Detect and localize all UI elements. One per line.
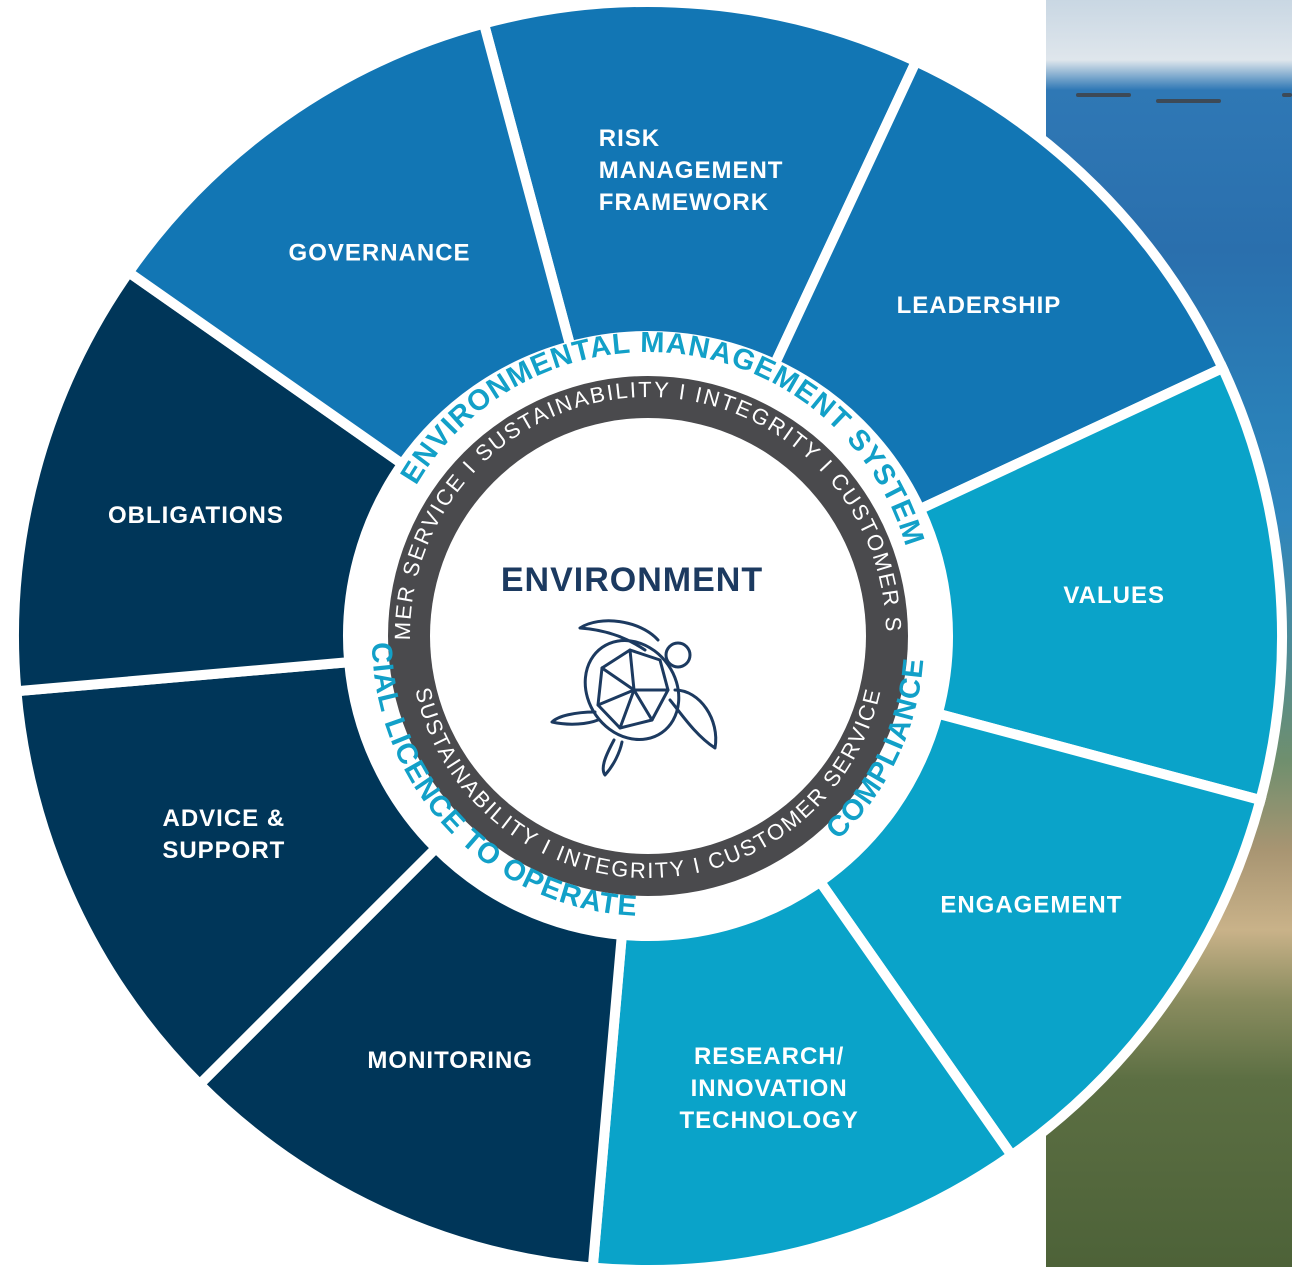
segment-label: ADVICE &SUPPORT: [162, 805, 285, 864]
segment-label: LEADERSHIP: [897, 292, 1062, 319]
ship-1: [1076, 93, 1131, 97]
center-title: ENVIRONMENT: [501, 561, 763, 599]
center-disc: [430, 418, 866, 854]
segment-label: ENGAGEMENT: [940, 891, 1122, 918]
segment-label: OBLIGATIONS: [108, 502, 284, 529]
ship-2: [1156, 99, 1221, 103]
turtle-icon: [550, 619, 718, 777]
segment-label: VALUES: [1063, 582, 1165, 609]
ship-3: [1282, 93, 1292, 97]
segment-label: GOVERNANCE: [289, 240, 471, 267]
segment-label: MONITORING: [367, 1047, 533, 1074]
